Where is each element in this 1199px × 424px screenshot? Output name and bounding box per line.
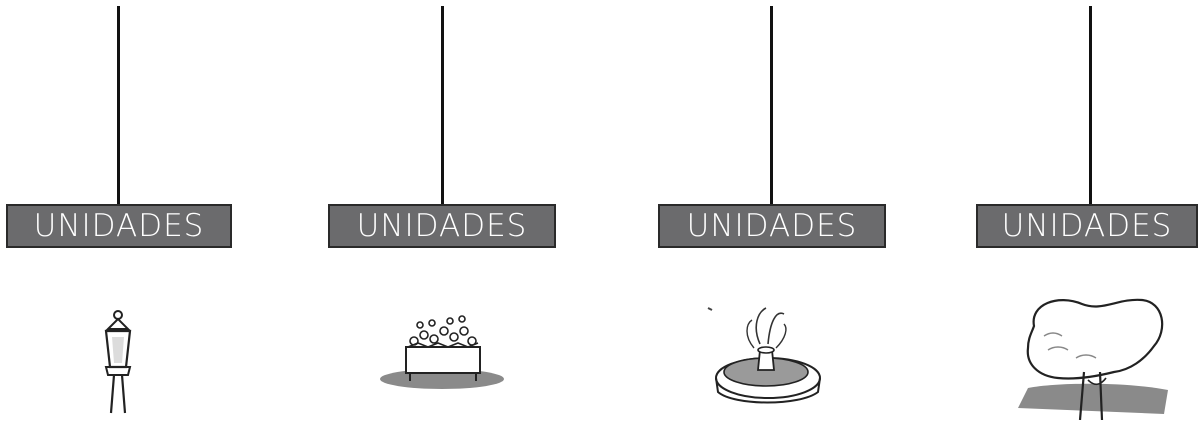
flower-planter-icon bbox=[378, 305, 506, 399]
unidades-label: UNIDADES bbox=[658, 204, 886, 248]
unit-column-planter: UNIDADES bbox=[322, 0, 562, 423]
tree-icon bbox=[1018, 290, 1168, 424]
street-lamp-icon bbox=[88, 295, 148, 419]
connector-line bbox=[117, 6, 120, 204]
unidades-label: UNIDADES bbox=[6, 204, 232, 248]
connector-line bbox=[441, 6, 444, 204]
unidades-label: UNIDADES bbox=[976, 204, 1198, 248]
unit-column-lamp: UNIDADES bbox=[0, 0, 240, 423]
unidades-label: UNIDADES bbox=[328, 204, 556, 248]
fountain-icon bbox=[704, 300, 834, 414]
unit-column-tree: UNIDADES bbox=[972, 0, 1199, 423]
connector-line bbox=[1089, 6, 1092, 204]
connector-line bbox=[770, 6, 773, 204]
unit-column-fountain: UNIDADES bbox=[650, 0, 890, 423]
